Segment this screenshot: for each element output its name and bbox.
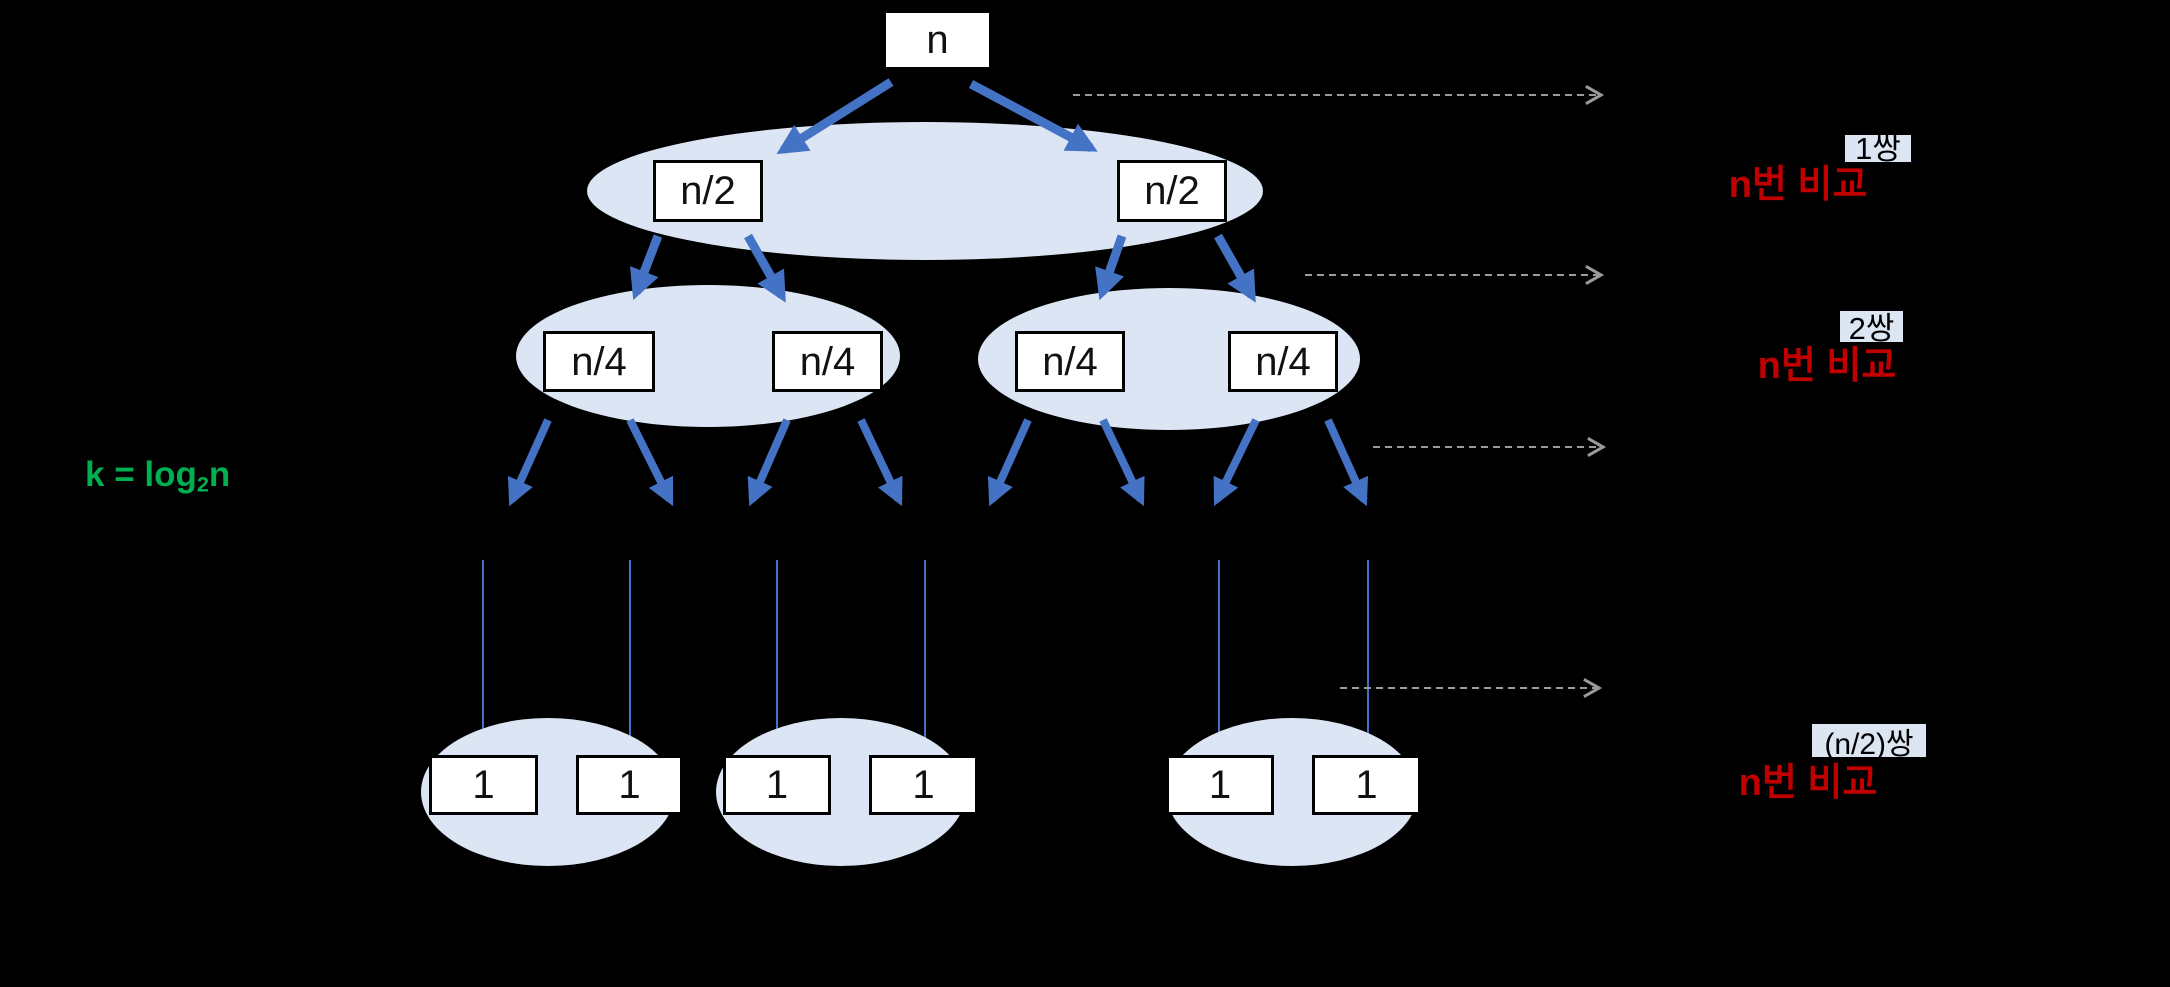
- quarter-node-label: n/4: [1255, 339, 1311, 384]
- divide-arrow: [744, 233, 786, 303]
- quarter-node-3: n/4: [1015, 331, 1125, 392]
- depth-formula-prefix: k = log: [85, 455, 197, 494]
- divide-arrow: [968, 80, 1098, 152]
- continuation-lines-group: [482, 560, 1369, 742]
- divide-arrow: [507, 418, 552, 507]
- divide-arrow: [857, 418, 903, 507]
- leaf-node-6: 1: [1312, 755, 1421, 815]
- root-node: n: [883, 10, 992, 70]
- quarter-node-2: n/4: [772, 331, 883, 392]
- depth-formula: k = log2n: [85, 457, 230, 495]
- quarter-node-label: n/4: [571, 339, 627, 384]
- divide-arrow: [629, 234, 663, 301]
- divide-arrow: [1214, 233, 1256, 303]
- comparison-label-2: n번 비교: [1757, 345, 1897, 387]
- merge-pair-ellipse-level-1: [587, 122, 1263, 260]
- divide-arrow: [1099, 418, 1145, 507]
- divide-arrow: [987, 418, 1032, 507]
- half-node-label: n/2: [680, 169, 736, 213]
- half-node-1: n/2: [653, 160, 763, 222]
- divide-arrow: [1213, 418, 1260, 507]
- leaf-node-1: 1: [429, 755, 538, 815]
- leaf-node-label: 1: [765, 763, 789, 807]
- pair-count-text: 1쌍: [1855, 130, 1901, 166]
- pair-count-label-1: 1쌍: [1845, 130, 1911, 166]
- divide-arrow: [747, 418, 791, 507]
- quarter-node-label: n/4: [1042, 339, 1098, 384]
- leaf-node-label: 1: [618, 763, 641, 807]
- divide-arrow: [1095, 234, 1127, 301]
- leaf-node-4: 1: [869, 755, 978, 815]
- divide-arrow: [626, 418, 674, 507]
- divide-arrows-upper: [629, 78, 1256, 303]
- half-node-2: n/2: [1117, 160, 1227, 222]
- leaf-node-5: 1: [1166, 755, 1274, 815]
- divide-arrow: [776, 78, 894, 155]
- quarter-node-4: n/4: [1228, 331, 1338, 392]
- leaf-node-3: 1: [723, 755, 831, 815]
- comparison-label-3: n번 비교: [1738, 762, 1878, 804]
- pair-count-label-3: (n/2)쌍: [1812, 724, 1926, 761]
- leaf-node-label: 1: [1208, 763, 1232, 807]
- leaf-node-2: 1: [576, 755, 683, 815]
- pair-count-text: (n/2)쌍: [1824, 727, 1914, 761]
- root-node-label: n: [926, 18, 949, 62]
- quarter-node-label: n/4: [799, 339, 856, 384]
- leaf-node-label: 1: [472, 763, 495, 807]
- pair-count-label-2: 2쌍: [1840, 310, 1903, 346]
- divide-arrow: [1324, 418, 1369, 507]
- leaf-node-label: 1: [1355, 763, 1378, 807]
- leaf-node-label: 1: [912, 763, 935, 807]
- depth-formula-suffix: n: [208, 455, 231, 494]
- half-node-label: n/2: [1144, 169, 1200, 213]
- pair-count-text: 2쌍: [1848, 310, 1895, 346]
- merge-pair-ellipse-level-2-right: [978, 288, 1360, 430]
- divide-arrows-lower: [507, 418, 1369, 507]
- quarter-node-1: n/4: [543, 331, 655, 392]
- comparison-label-1: n번 비교: [1728, 164, 1868, 206]
- depth-formula-subscript: 2: [196, 471, 209, 497]
- level-marker-arrows: [1073, 85, 1607, 698]
